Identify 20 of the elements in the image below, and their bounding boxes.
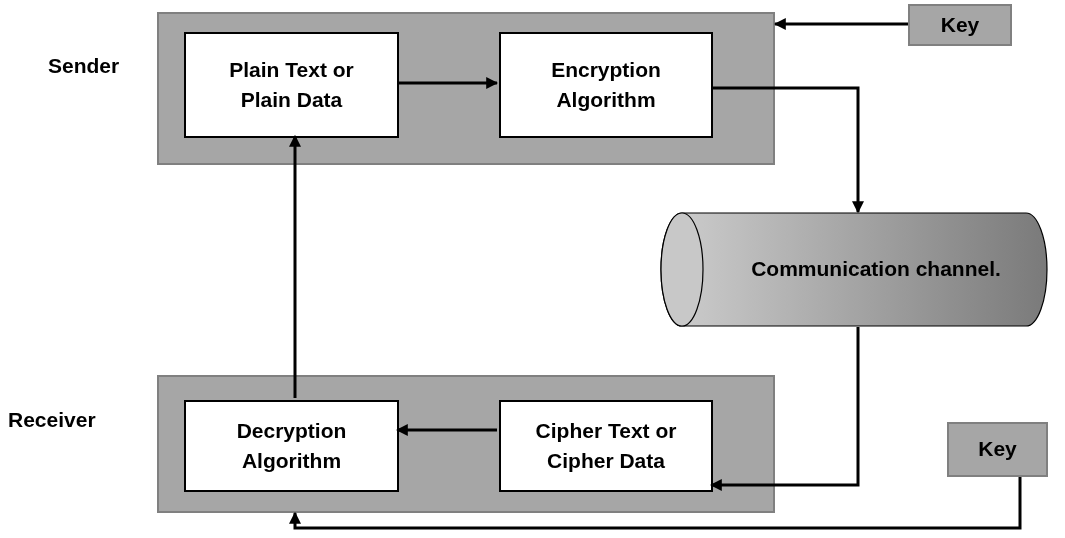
arrow — [289, 477, 1022, 530]
node-label: Decryption Algorithm — [235, 417, 348, 474]
panel-background — [157, 375, 775, 513]
key-box — [908, 4, 1012, 46]
node-label: Cipher Text or Cipher Data — [534, 417, 678, 474]
role-label: Sender — [48, 54, 120, 78]
panel-background — [157, 12, 775, 165]
arrow — [395, 424, 497, 436]
node-label: Communication channel. — [751, 256, 1001, 283]
node-label: Plain Text or Plain Data — [228, 56, 355, 113]
key-label: Key — [977, 436, 1018, 463]
role-label: Receiver — [8, 408, 96, 432]
node-label: Encryption Algorithm — [550, 56, 662, 113]
key-label: Key — [939, 11, 981, 38]
key-box — [947, 422, 1048, 477]
process-box — [499, 32, 713, 138]
process-box — [184, 32, 399, 138]
arrow — [709, 327, 860, 491]
process-box — [499, 400, 713, 492]
process-box — [184, 400, 399, 492]
